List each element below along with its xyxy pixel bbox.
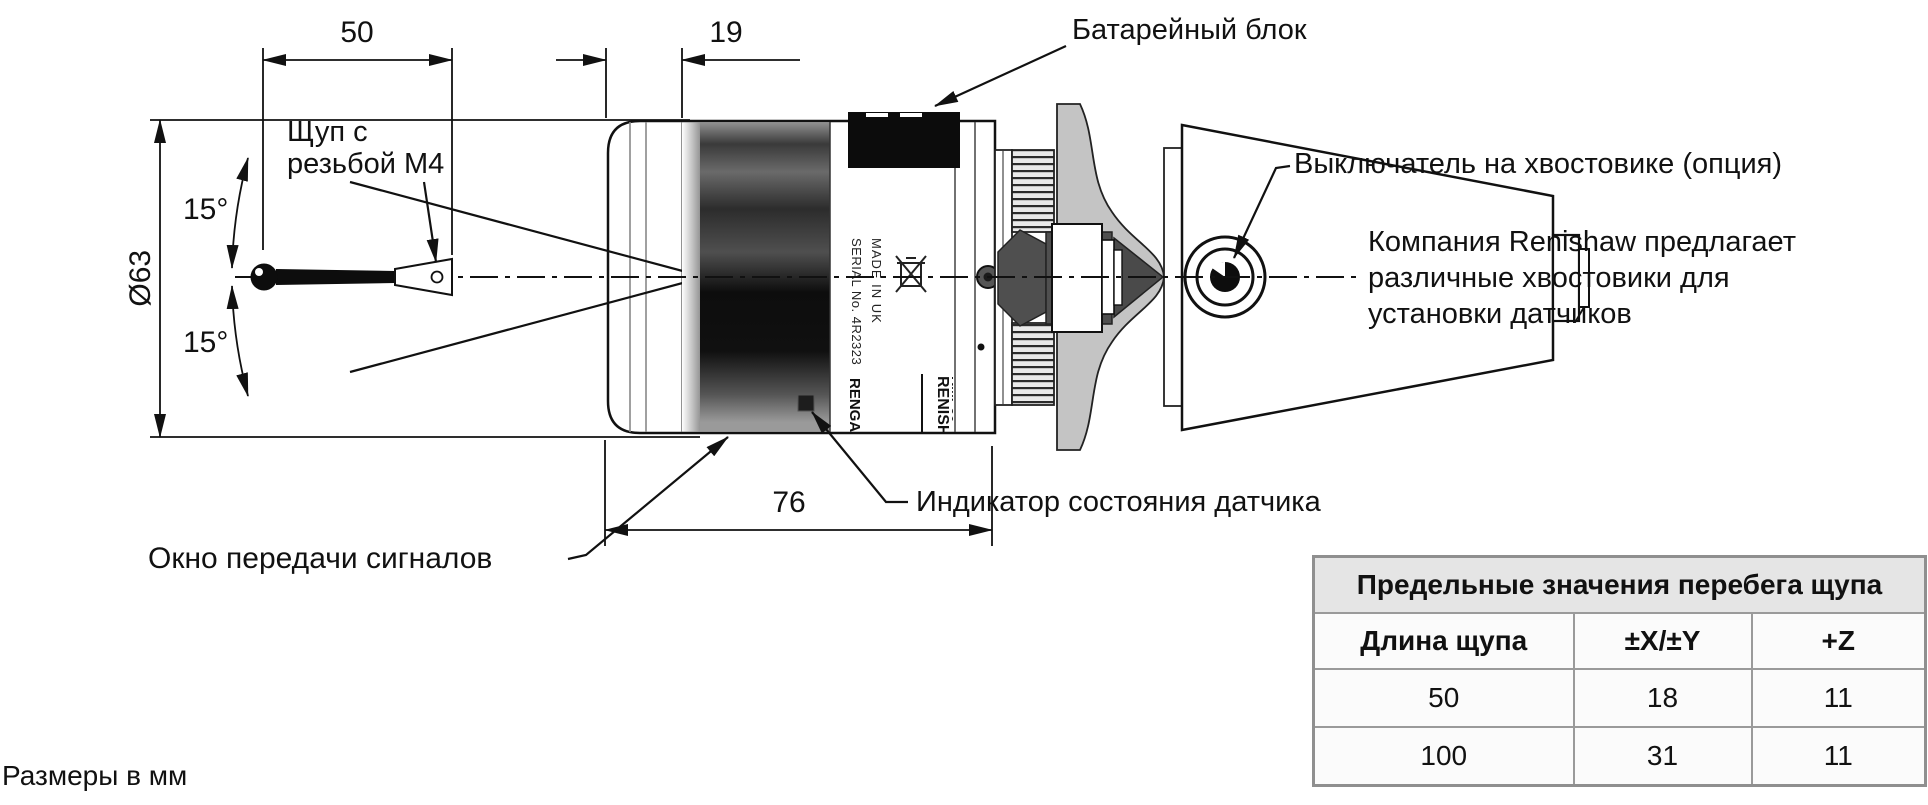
m4-thread-hole — [430, 270, 444, 284]
cell-z-100: 11 — [1750, 726, 1927, 787]
stylus-holder — [394, 257, 453, 297]
cell-z-50: 11 — [1750, 668, 1927, 728]
stylus-callout-line1: Щуп с — [287, 116, 368, 148]
stylus-shaft — [276, 269, 395, 285]
table-title: Предельные значения перебега щупа — [1312, 555, 1927, 614]
battery-block — [848, 112, 960, 168]
angle-upper-label: 15° — [183, 193, 229, 226]
thread-lower — [1011, 322, 1055, 406]
made-in-uk-text: MADE IN UK — [869, 238, 884, 324]
dimension-lines — [150, 48, 993, 546]
dim-50-label: 50 — [340, 16, 374, 49]
indicator-callout: Индикатор состояния датчика — [916, 486, 1321, 518]
battery-callout: Батарейный блок — [1072, 14, 1307, 46]
weee-icon — [895, 255, 927, 293]
cone-line-lower — [349, 275, 706, 374]
label-dot — [977, 343, 985, 351]
col-header-xy: ±X/±Y — [1572, 612, 1753, 670]
cone-line-upper — [349, 180, 706, 279]
cell-xy-50: 18 — [1572, 668, 1753, 728]
stylus-ball — [250, 263, 278, 291]
angle-lower-label: 15° — [183, 326, 229, 359]
dim-diameter-label: Ø63 — [123, 249, 157, 307]
renishaw-text: RENISHAW — [934, 376, 951, 463]
switch-callout: Выключатель на хвостовике (опция) — [1294, 148, 1783, 180]
cell-length-100: 100 — [1312, 726, 1575, 787]
dim-19-label: 19 — [709, 16, 743, 49]
clamp-mechanism-group — [994, 103, 1183, 451]
taper-cone — [1180, 123, 1555, 432]
leader-lines — [422, 44, 1291, 561]
col-header-z: +Z — [1750, 612, 1927, 670]
stylus-group — [250, 257, 453, 297]
shank-note: Компания Renishaw предлагает различные х… — [1368, 226, 1796, 330]
thread-upper — [1011, 149, 1055, 233]
overtravel-limits-table: Предельные значения перебега щупа Длина … — [1312, 555, 1928, 787]
cell-xy-100: 31 — [1572, 726, 1753, 787]
serial-text: SERIAL No. 4R2323 — [849, 238, 864, 365]
cell-length-50: 50 — [1312, 668, 1575, 728]
rengage-text: RENGAGE — [846, 378, 863, 454]
window-callout: Окно передачи сигналов — [148, 542, 493, 575]
stylus-callout-line2: резьбой M4 — [287, 148, 445, 180]
status-led — [797, 394, 815, 412]
units-note: Размеры в мм — [2, 760, 188, 791]
model-text: RMP60 — [949, 376, 965, 423]
table-row: 100 31 11 — [1312, 726, 1927, 787]
col-header-stylus-length: Длина щупа — [1312, 612, 1575, 670]
dim-76-label: 76 — [772, 486, 806, 519]
table-row: 50 18 11 — [1312, 668, 1927, 728]
